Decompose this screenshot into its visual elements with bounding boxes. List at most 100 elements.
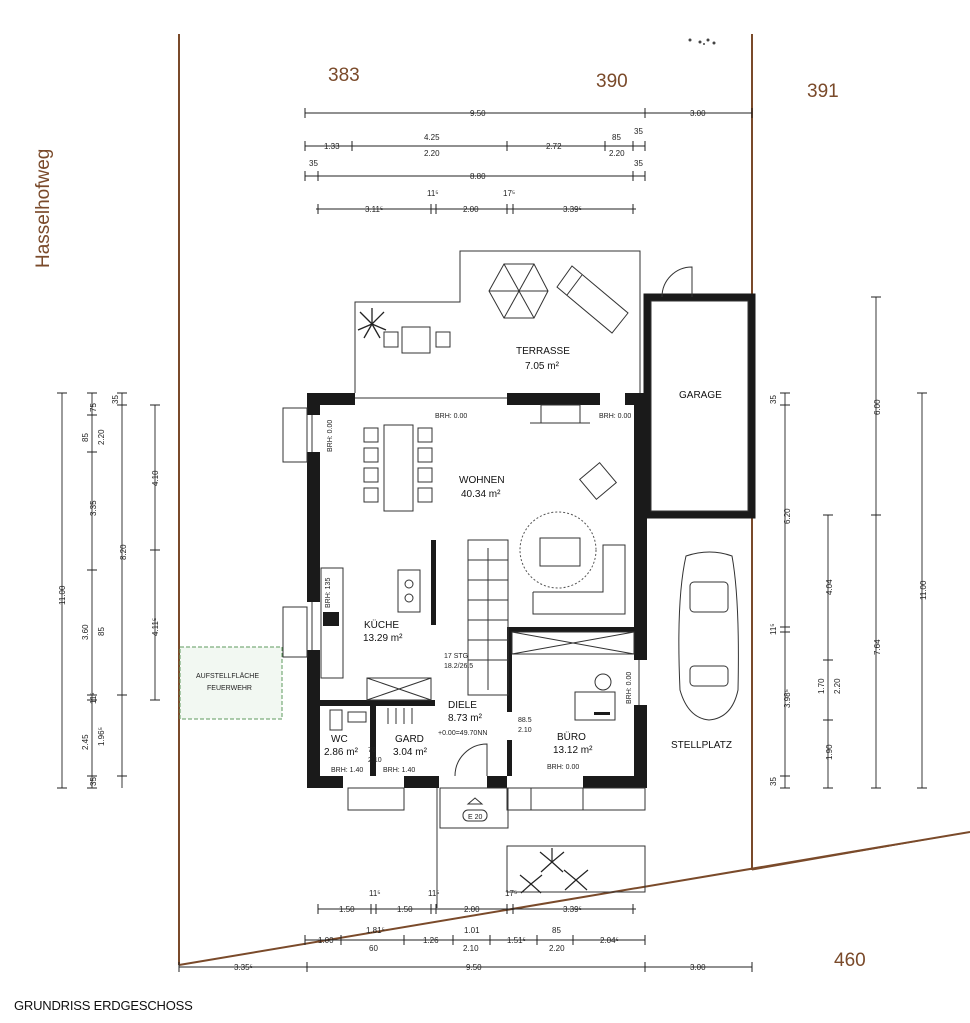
dimensions-right: 35 6.20 11⁵ 3.98⁵ 35 4.04 1.70 2.20 1.90… <box>769 296 928 789</box>
dim-bottom-1-81: 1.81⁵ <box>366 926 385 935</box>
dim-right-35a: 35 <box>769 395 778 404</box>
stairs-ratio: 18.2/26.5 <box>444 663 473 670</box>
feuerwehr-line1: AUFSTELLFLÄCHE <box>196 672 259 680</box>
dim-left-8-20: 8.20 <box>119 544 128 560</box>
drawing-title: GRUNDRISS ERDGESCHOSS <box>14 998 193 1013</box>
brh-wohnen-vertical: BRH: 0.00 <box>327 420 334 452</box>
dim-right-35b: 35 <box>769 777 778 786</box>
dim-bottom-17: 17⁵ <box>505 889 517 898</box>
dim-right-1-90: 1.90 <box>825 744 834 760</box>
dim-bottom-1-01: 1.01 <box>464 926 480 935</box>
brh-kueche: BRH: 135 <box>325 578 332 608</box>
dim-top-9-50: 9.50 <box>470 109 486 118</box>
dim-bottom-85: 85 <box>552 926 561 935</box>
dim-left-4-10: 4.10 <box>151 470 160 486</box>
brh-buero: BRH: 0.00 <box>547 764 579 771</box>
dim-bottom-2-00: 2.00 <box>464 905 480 914</box>
brh-wc: BRH: 1.40 <box>331 767 363 774</box>
umbrella-icon <box>488 263 549 319</box>
fire-brigade-area: AUFSTELLFLÄCHE FEUERWEHR <box>179 646 283 720</box>
dim-left-3-35: 3.35 <box>89 500 98 516</box>
dimensions-left: 11.00 75 85 2.20 3.35 3.60 85 11⁵ 2.45 1… <box>57 392 160 789</box>
fireplace-icon <box>530 404 590 424</box>
floor-level: +0.00=49.70NN <box>438 730 487 737</box>
dim-bottom-1-51: 1.51⁵ <box>507 936 526 945</box>
dim-bottom-1-50b: 1.50 <box>397 905 413 914</box>
dim-bottom-60: 60 <box>369 944 378 953</box>
dim-bottom-11a: 11⁵ <box>369 889 381 898</box>
room-buero: BÜRO 13.12 m² BRH: 0.00 BRH: 0.00 <box>511 631 635 771</box>
entrance-label: E 20 <box>468 814 483 821</box>
dim-bottom-11b: 11⁵ <box>428 889 440 898</box>
dim-right-1-70: 1.70 <box>817 678 826 694</box>
dim-top-85: 85 <box>612 133 621 142</box>
dim-top-3-11: 3.11⁵ <box>365 205 383 214</box>
dimensions-bottom: 1.50 11⁵ 1.50 11⁵ 2.00 17⁵ 3.39⁵ 1.00 1.… <box>178 788 753 972</box>
room-kueche: KÜCHE 13.29 m² BRH: 135 17 STG 18.2/26.5 <box>320 567 473 701</box>
plant-icon-2 <box>519 848 589 894</box>
house-walls <box>282 393 647 811</box>
dim-top-35a: 35 <box>634 127 643 136</box>
dim-top-17: 17⁵ <box>503 189 515 198</box>
door-diele-height: 2.10 <box>518 727 532 734</box>
dim-bottom-2-20: 2.20 <box>549 944 565 953</box>
car-icon <box>678 551 739 721</box>
dim-top-3-39: 3.39⁵ <box>563 205 582 214</box>
dim-top-4-25: 4.25 <box>424 133 440 142</box>
plant-icon <box>357 308 387 339</box>
front-garden <box>506 845 646 894</box>
room-name-terrasse: TERRASSE <box>516 346 570 357</box>
parcel-391: 391 <box>807 81 839 102</box>
dim-left-35b: 35 <box>111 395 120 404</box>
dim-left-2-45: 2.45 <box>81 734 90 750</box>
dim-right-7-64: 7.64 <box>873 639 882 655</box>
stairs-count: 17 STG <box>444 653 468 660</box>
property-lines <box>178 34 970 966</box>
room-area-buero: 13.12 m² <box>553 745 593 756</box>
dim-top-11a: 11⁵ <box>427 189 439 198</box>
map-marks-icon <box>688 38 716 45</box>
dim-top-3-00: 3.00 <box>690 109 706 118</box>
room-wohnen: WOHNEN 40.34 m² BRH: 0.00 BRH: 0.00 BRH:… <box>327 404 631 696</box>
dim-left-2-20: 2.20 <box>97 429 106 445</box>
room-area-terrasse: 7.05 m² <box>525 361 560 372</box>
room-name-stellplatz: STELLPLATZ <box>671 740 732 751</box>
dim-left-11-00: 11.00 <box>58 585 67 605</box>
room-gard: GARD 3.04 m² BRH: 1.40 <box>383 708 428 774</box>
room-area-kueche: 13.29 m² <box>363 633 403 644</box>
staircase <box>467 539 509 696</box>
dim-right-4-04: 4.04 <box>825 579 834 595</box>
dim-left-1-96: 1.96⁵ <box>97 727 106 746</box>
dim-top-2-00: 2.00 <box>463 205 479 214</box>
dim-left-35a: 35 <box>89 777 98 786</box>
dim-bottom-1-00: 1.00 <box>318 936 334 945</box>
brh-gard: BRH: 1.40 <box>383 767 415 774</box>
room-name-gard: GARD <box>395 734 424 745</box>
room-name-buero: BÜRO <box>557 731 586 743</box>
terrace: TERRASSE 7.05 m² <box>354 250 641 393</box>
dim-left-75: 75 <box>89 403 98 412</box>
dim-bottom-2-10: 2.10 <box>463 944 479 953</box>
dim-left-85a: 85 <box>81 433 90 442</box>
dim-top-2-72: 2.72 <box>546 142 562 151</box>
dim-bottom-3-00: 3.00 <box>690 963 706 972</box>
dim-bottom-3-35: 3.35⁵ <box>234 963 253 972</box>
room-area-wc: 2.86 m² <box>324 747 359 758</box>
room-area-diele: 8.73 m² <box>448 713 483 724</box>
door-wc-width: 76 <box>368 747 376 754</box>
room-name-wc: WC <box>331 734 348 745</box>
room-name-kueche: KÜCHE <box>364 619 399 631</box>
feuerwehr-line2: FEUERWEHR <box>207 685 252 692</box>
room-name-wohnen: WOHNEN <box>459 475 505 486</box>
door-diele-width: 88.5 <box>518 717 532 724</box>
dim-top-8-80: 8.80 <box>470 172 486 181</box>
dim-bottom-1-50a: 1.50 <box>339 905 355 914</box>
dim-top-2-20b: 2.20 <box>609 149 625 158</box>
dining-table-icon <box>363 424 433 512</box>
parcel-390: 390 <box>596 71 628 92</box>
sun-lounger-icon <box>556 265 629 334</box>
dim-left-11: 11⁵ <box>89 692 98 704</box>
parcel-383: 383 <box>328 65 360 86</box>
door-wc-height: 2.10 <box>368 757 382 764</box>
